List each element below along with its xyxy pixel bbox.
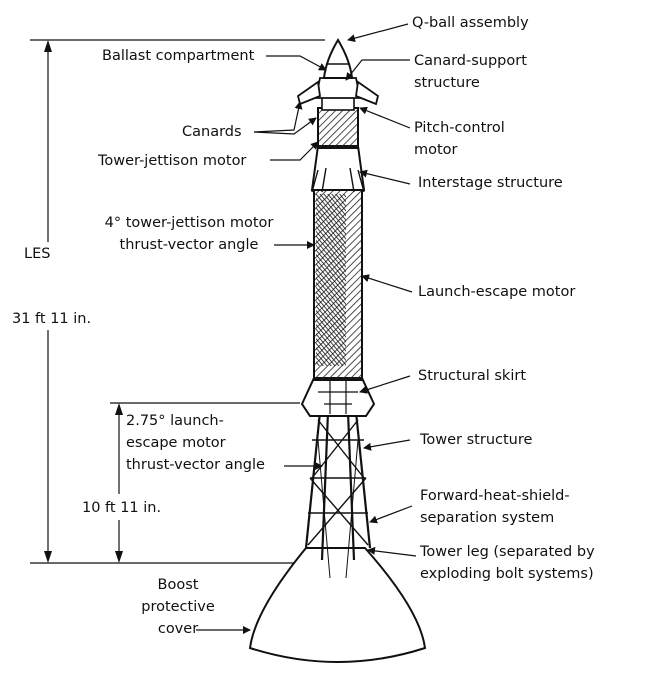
label-line: exploding bolt systems) <box>420 566 594 582</box>
label-line: structure <box>414 75 480 91</box>
boost-protective-cover <box>248 547 427 663</box>
label-line: cover <box>157 621 199 637</box>
label-ballast-compartment: Ballast compartment <box>102 48 255 64</box>
label-line: Forward-heat-shield- <box>420 488 570 504</box>
boost-cover-base <box>249 647 426 663</box>
label-line: Boost <box>157 577 199 593</box>
label-line: 2.75° launch- <box>126 413 224 429</box>
dimension-arrowheads <box>44 40 123 563</box>
canard-right <box>355 80 380 106</box>
leader-lines <box>196 23 417 634</box>
label-tower-jettison-angle: 4° tower-jettison motor thrust-vector an… <box>104 212 274 256</box>
label-canard-support-structure: Canard-support structure <box>414 50 527 94</box>
label-tower-jettison-motor: Tower-jettison motor <box>98 153 247 169</box>
canard-left <box>296 80 321 106</box>
nose-cone <box>322 38 354 79</box>
launch-escape-motor-core <box>316 194 346 366</box>
label-line: Pitch-control <box>414 120 505 136</box>
label-forward-heat-shield-separation: Forward-heat-shield- separation system <box>420 485 570 529</box>
label-line: 4° tower-jettison motor <box>104 215 274 231</box>
structural-skirt <box>300 377 376 417</box>
label-tower-leg: Tower leg (separated by exploding bolt s… <box>420 541 595 585</box>
label-line: escape motor <box>126 435 226 451</box>
tower-structure <box>304 411 372 579</box>
label-les-length: 31 ft 11 in. <box>12 311 92 327</box>
label-line: Canard-support <box>414 53 527 69</box>
label-launch-escape-angle: 2.75° launch- escape motor thrust-vector… <box>126 410 265 476</box>
label-line: separation system <box>420 510 555 526</box>
label-launch-escape-motor: Launch-escape motor <box>418 284 576 300</box>
label-q-ball-assembly: Q-ball assembly <box>412 15 529 31</box>
label-pitch-control-motor: Pitch-control motor <box>414 117 505 161</box>
label-les: LES <box>24 246 51 262</box>
label-canards: Canards <box>182 124 242 140</box>
label-line: thrust-vector angle <box>119 237 259 253</box>
skirt-detail <box>318 380 358 414</box>
label-line: protective <box>141 599 215 615</box>
canard-support-structure <box>314 77 362 99</box>
label-interstage-structure: Interstage structure <box>418 175 563 191</box>
label-tower-length: 10 ft 11 in. <box>82 500 162 516</box>
label-tower-structure: Tower structure <box>420 432 533 448</box>
interstage-structure <box>310 145 366 191</box>
tower-jettison-motor <box>317 107 359 149</box>
label-structural-skirt: Structural skirt <box>418 368 526 384</box>
label-line: thrust-vector angle <box>126 457 265 473</box>
label-boost-protective-cover: Boost protective cover <box>128 574 228 640</box>
label-line: Tower leg (separated by <box>420 544 595 560</box>
interstage-nozzles <box>311 167 365 193</box>
label-line: motor <box>414 142 458 158</box>
